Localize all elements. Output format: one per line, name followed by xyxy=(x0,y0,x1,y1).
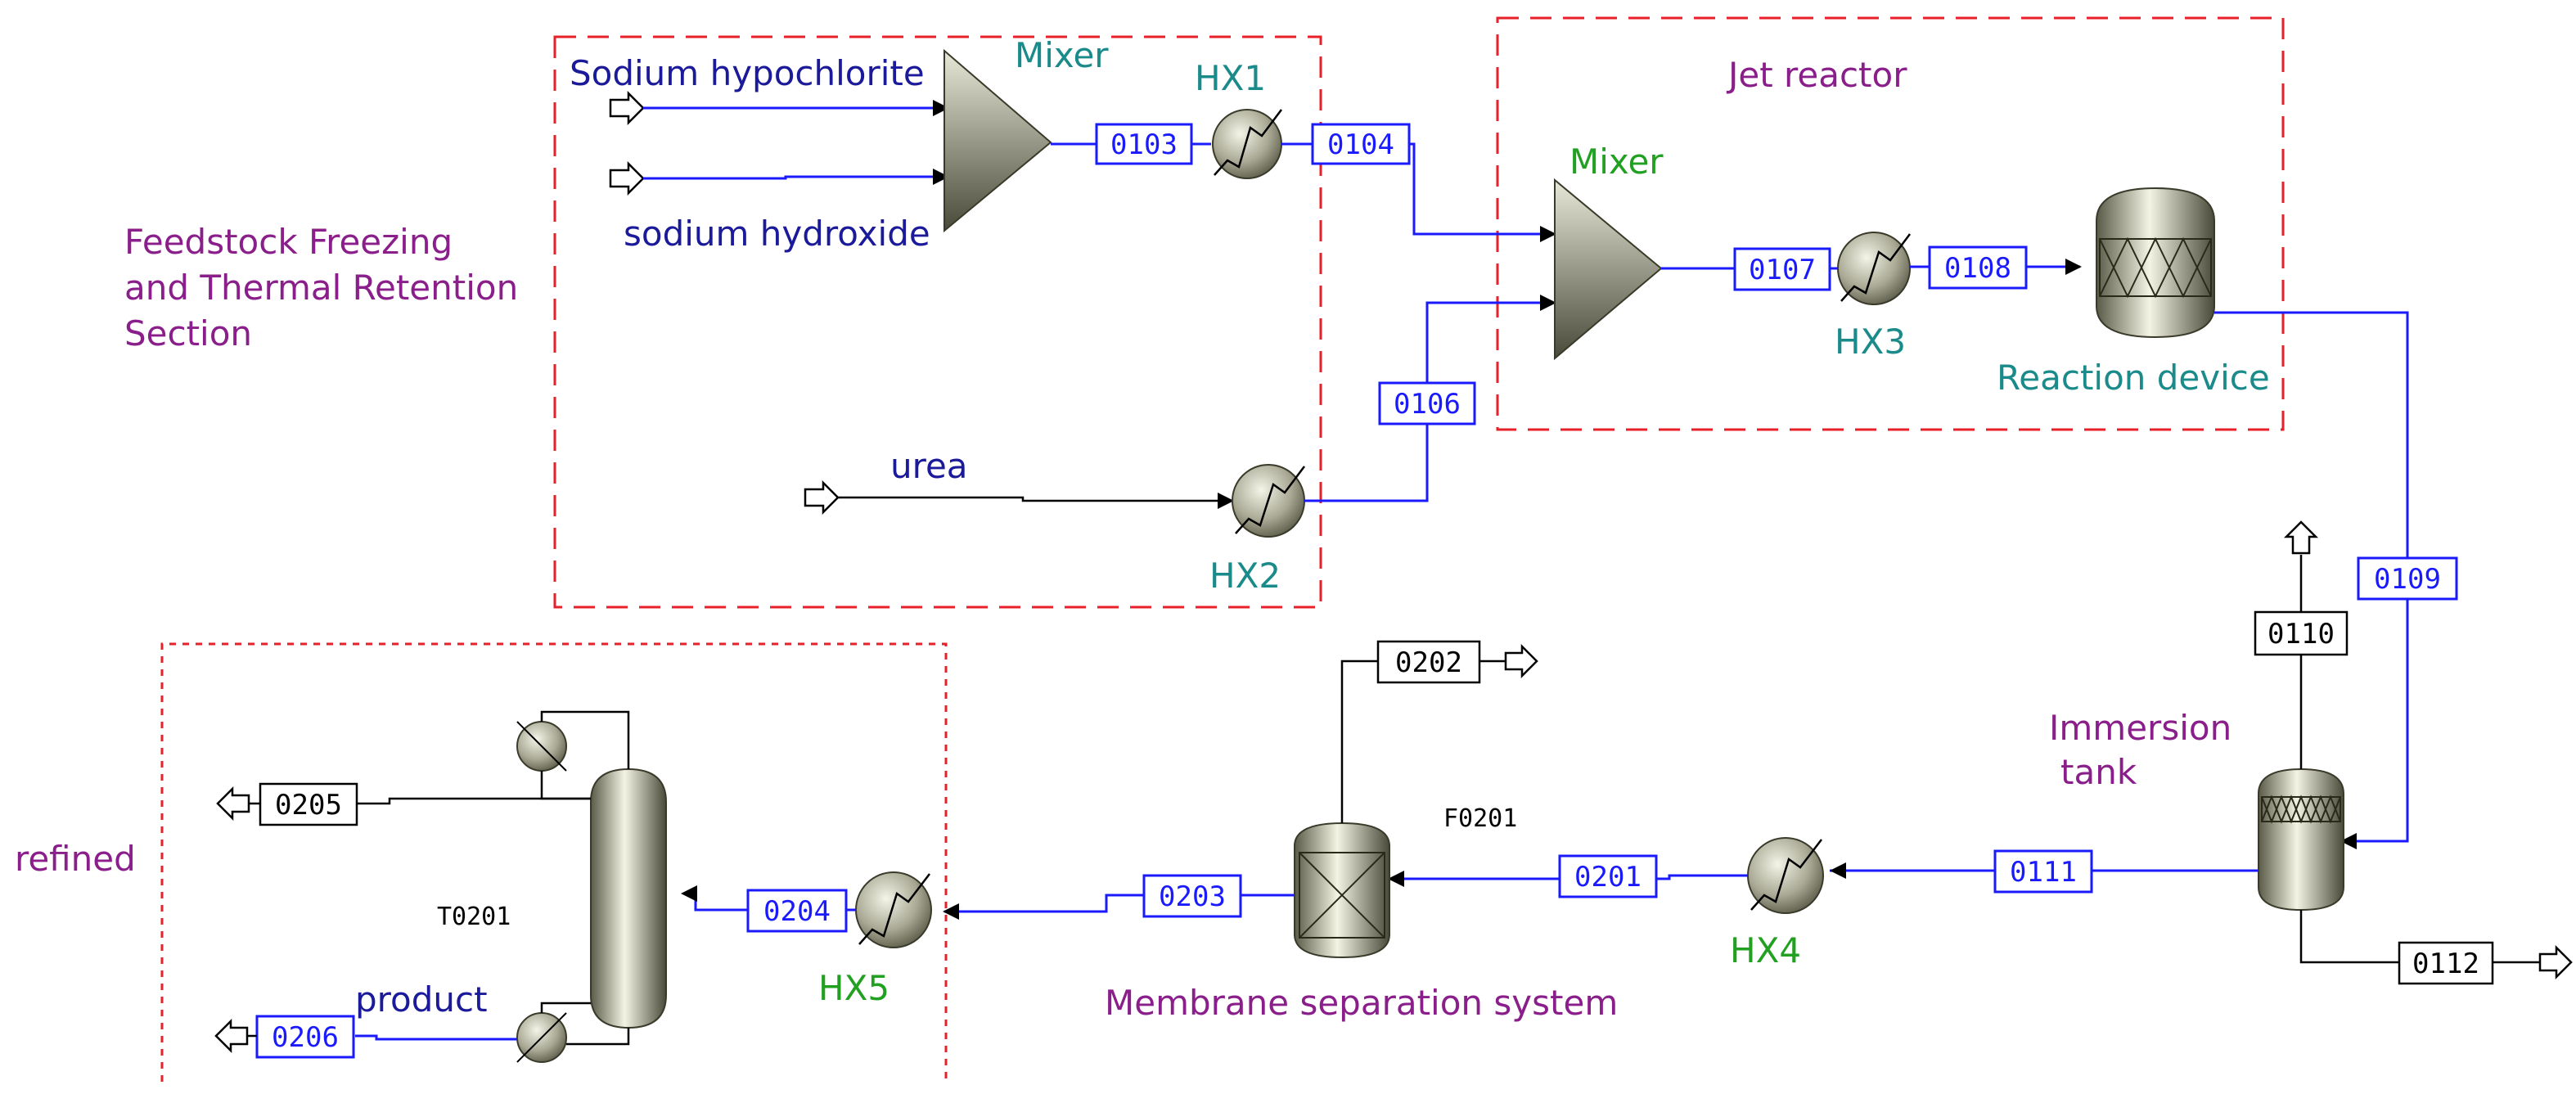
refined-section-label: refined xyxy=(15,839,136,879)
stream-0108-label: 0108 xyxy=(1944,252,2011,285)
feed-arrow-icon xyxy=(804,479,840,515)
condenser[interactable] xyxy=(516,721,567,772)
f0201-label: F0201 xyxy=(1443,804,1517,833)
mixer2[interactable]: Mixer xyxy=(1554,142,1664,361)
stream-0107-label: 0107 xyxy=(1749,254,1816,286)
stream-0106[interactable]: 0106 xyxy=(1378,381,1476,425)
hx3[interactable]: HX3 xyxy=(1835,232,1911,362)
mixer1[interactable]: Mixer xyxy=(943,35,1109,233)
hx3-label: HX3 xyxy=(1835,322,1906,362)
stream-0201[interactable]: 0201 xyxy=(1558,854,1658,898)
hx1-label: HX1 xyxy=(1195,58,1266,98)
stream-0112-label: 0112 xyxy=(2412,948,2479,980)
line-membrane-hx5 xyxy=(944,894,1295,913)
stream-0111-label: 0111 xyxy=(2010,856,2077,889)
feed-urea: urea xyxy=(804,446,1234,515)
stream-0203[interactable]: 0203 xyxy=(1142,874,1242,918)
product-label: product xyxy=(355,979,488,1020)
hx5-label: HX5 xyxy=(818,968,889,1008)
stream-0206[interactable]: 0206 xyxy=(255,1015,355,1059)
membrane-unit[interactable] xyxy=(1294,822,1390,959)
stream-0112[interactable]: 0112 xyxy=(2398,941,2494,985)
line-reboiler-return xyxy=(540,1002,591,1013)
stream-0107[interactable]: 0107 xyxy=(1733,247,1831,291)
vent-arrow-icon xyxy=(2283,520,2319,555)
stream-0204[interactable]: 0204 xyxy=(746,889,848,933)
hx4-label: HX4 xyxy=(1730,930,1801,970)
stream-0109[interactable]: 0109 xyxy=(2357,556,2458,601)
line-column-reboiler xyxy=(566,1028,630,1046)
feedstock-label-line3: Section xyxy=(124,313,252,353)
permeate-arrow-icon xyxy=(1504,643,1538,679)
jet-reactor-label: Jet reactor xyxy=(1726,55,1907,95)
line-bottoms xyxy=(355,1034,517,1041)
hx5[interactable]: HX5 xyxy=(818,871,932,1008)
stream-0110[interactable]: 0110 xyxy=(2254,610,2349,656)
stream-0104-label: 0104 xyxy=(1327,128,1394,161)
membrane-system-label: Membrane separation system xyxy=(1105,983,1618,1023)
feed-hypochlorite: Sodium hypochlorite xyxy=(570,53,949,126)
mixer2-label: Mixer xyxy=(1569,142,1664,182)
line-membrane-permeate xyxy=(1340,660,1479,823)
line-column-condenser xyxy=(540,710,630,769)
stream-0109-label: 0109 xyxy=(2374,563,2441,596)
stream-0103-label: 0103 xyxy=(1110,128,1178,161)
reboiler[interactable] xyxy=(516,1012,567,1063)
refined-section-box xyxy=(160,642,948,1082)
immersion-tank[interactable] xyxy=(2258,768,2344,912)
stream-0108[interactable]: 0108 xyxy=(1928,245,2028,290)
stream-0206-label: 0206 xyxy=(272,1021,339,1054)
hypochlorite-label: Sodium hypochlorite xyxy=(570,53,925,93)
immersion-tank-label-line1: Immersion xyxy=(2049,708,2231,748)
t0201-label: T0201 xyxy=(437,903,511,931)
stream-0202[interactable]: 0202 xyxy=(1376,640,1481,684)
feed-hydroxide: sodium hydroxide xyxy=(609,160,949,254)
reaction-device-label: Reaction device xyxy=(1997,358,2270,398)
stream-0103[interactable]: 0103 xyxy=(1095,123,1193,165)
line-hx4-membrane xyxy=(1391,874,1748,880)
feedstock-label-line1: Feedstock Freezing xyxy=(124,222,453,262)
stream-0106-label: 0106 xyxy=(1394,388,1461,421)
stream-0111[interactable]: 0111 xyxy=(1993,849,2093,894)
stream-0203-label: 0203 xyxy=(1159,880,1226,913)
hx2[interactable]: HX2 xyxy=(1209,464,1305,596)
bottoms-arrow-icon xyxy=(214,1018,249,1054)
stream-0201-label: 0201 xyxy=(1574,861,1642,894)
feed-arrow-icon xyxy=(609,160,645,196)
distillate-arrow-icon xyxy=(216,786,250,822)
stream-0204-label: 0204 xyxy=(763,895,831,928)
line-distillate xyxy=(357,797,591,805)
hydroxide-label: sodium hydroxide xyxy=(624,214,930,254)
hx1[interactable]: HX1 xyxy=(1195,58,1282,179)
stream-0202-label: 0202 xyxy=(1395,646,1462,679)
reaction-device[interactable]: Reaction device xyxy=(1997,187,2270,398)
stream-0205-label: 0205 xyxy=(275,789,342,822)
urea-label: urea xyxy=(890,446,968,486)
hx4[interactable]: HX4 xyxy=(1730,837,1824,970)
column-t0201[interactable]: T0201 xyxy=(437,768,667,1029)
stream-0110-label: 0110 xyxy=(2268,618,2335,651)
hx2-label: HX2 xyxy=(1209,556,1281,596)
stream-0205[interactable]: 0205 xyxy=(259,782,358,826)
feed-arrow-icon xyxy=(609,90,645,126)
feedstock-section-box xyxy=(553,35,1322,609)
immersion-tank-label-line2: tank xyxy=(2060,752,2137,792)
line-condenser-reflux xyxy=(540,771,591,800)
stream-0104[interactable]: 0104 xyxy=(1311,123,1411,165)
mixer1-label: Mixer xyxy=(1015,35,1109,75)
jet-reactor-section-box xyxy=(1496,16,2285,431)
feedstock-label-line2: and Thermal Retention xyxy=(124,268,518,308)
product-arrow-icon xyxy=(2538,944,2573,980)
